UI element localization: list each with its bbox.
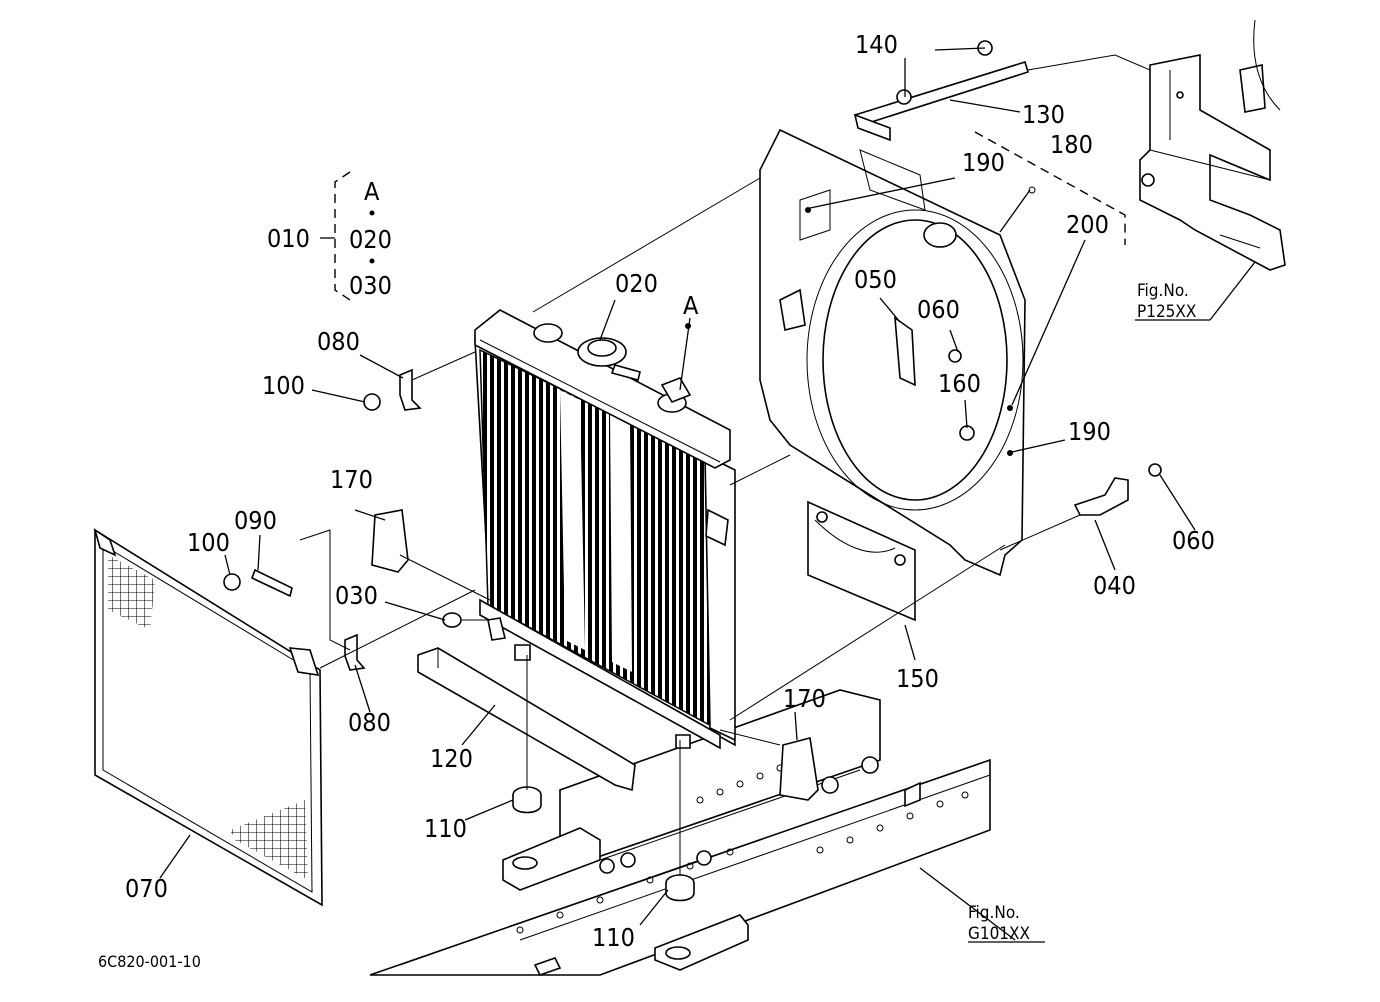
ref-p125-code: P125XX <box>1137 302 1196 322</box>
callout-190-top: 190 <box>962 148 1005 177</box>
callout-100-bottom: 100 <box>187 528 230 557</box>
assembly-lines <box>299 54 1151 875</box>
callout-060-right: 060 <box>1172 526 1215 555</box>
fan-shroud <box>759 128 1036 577</box>
callout-030: 030 <box>335 581 378 610</box>
callout-130: 130 <box>1022 100 1065 129</box>
callout-080-bottom: 080 <box>348 708 391 737</box>
callout-150: 150 <box>896 664 939 693</box>
ref-g101-title: Fig.No. <box>968 903 1020 923</box>
group-label-020: 020 <box>349 225 392 254</box>
diagram-id: 6C820-001-10 <box>98 952 201 971</box>
callout-100-top: 100 <box>262 371 305 400</box>
leader-lines <box>159 47 1256 943</box>
callout-020: 020 <box>615 269 658 298</box>
callout-170-right: 170 <box>783 684 826 713</box>
group-label-030: 030 <box>349 271 392 300</box>
callout-060-top: 060 <box>917 295 960 324</box>
callout-120: 120 <box>430 744 473 773</box>
callout-050: 050 <box>854 265 897 294</box>
radiator-core <box>474 309 736 750</box>
callout-140: 140 <box>855 30 898 59</box>
callout-010: 010 <box>267 224 310 253</box>
callout-080-top: 080 <box>317 327 360 356</box>
callout-070: 070 <box>125 874 168 903</box>
callout-090: 090 <box>234 506 277 535</box>
top-stay-bracket <box>853 40 1029 142</box>
callout-200: 200 <box>1066 210 1109 239</box>
callout-labels: 010 A 020 030 020 A 080 100 170 100 090 … <box>125 30 1215 952</box>
callout-040: 040 <box>1093 571 1136 600</box>
group-label-a: A <box>364 177 380 206</box>
callout-170-left: 170 <box>330 465 373 494</box>
group-bracket-180 <box>974 131 1126 245</box>
group-bracket-010 <box>334 171 351 301</box>
rear-frame-bracket <box>1139 19 1286 271</box>
fan-guard-plate <box>807 500 916 622</box>
radiator-screen <box>93 528 323 907</box>
ref-g101-code: G101XX <box>968 924 1030 944</box>
callout-110-top: 110 <box>424 814 467 843</box>
callout-180: 180 <box>1050 130 1093 159</box>
callout-110-bottom: 110 <box>592 923 635 952</box>
callout-a: A <box>683 291 699 320</box>
callout-160: 160 <box>938 369 981 398</box>
ref-p125-title: Fig.No. <box>1137 281 1189 301</box>
figure-references: Fig.No. P125XX Fig.No. G101XX <box>968 281 1196 944</box>
callout-190-bottom: 190 <box>1068 417 1111 446</box>
